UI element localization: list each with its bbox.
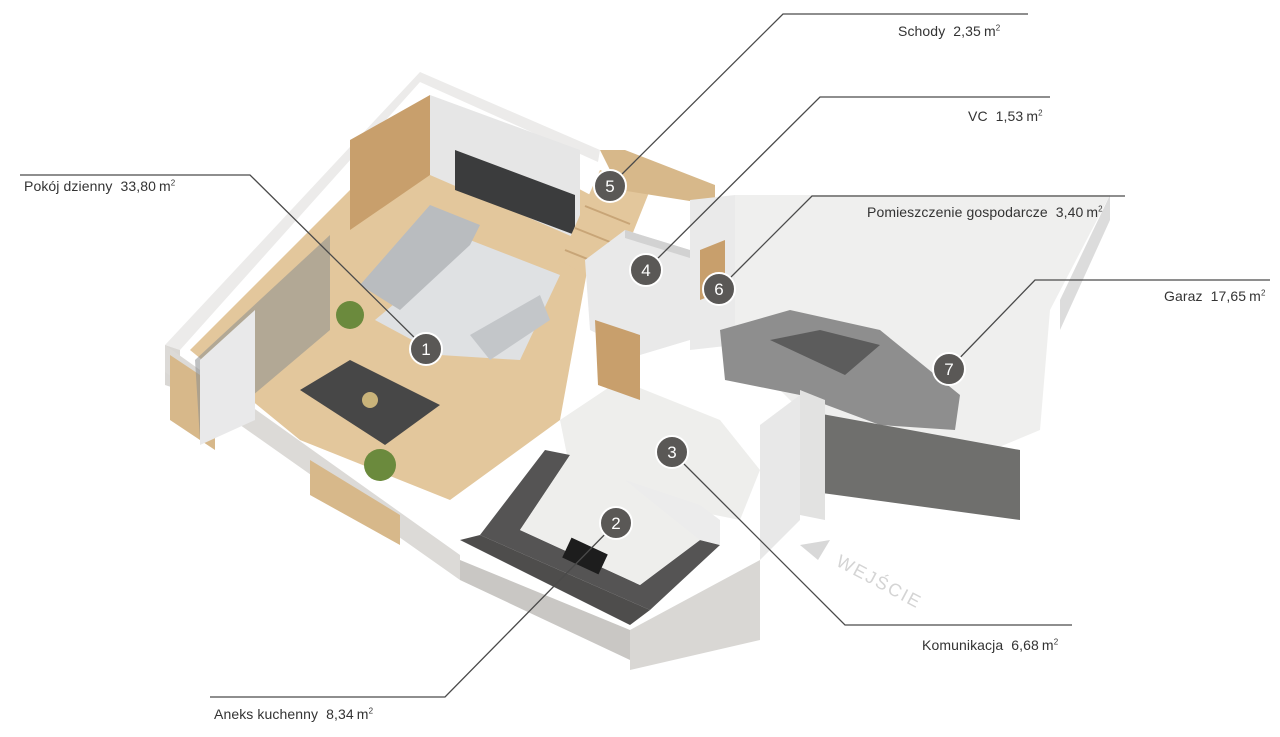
room-marker-1[interactable]: 1 xyxy=(409,332,443,366)
room-marker-1-number: 1 xyxy=(421,340,430,359)
room-marker-7-number: 7 xyxy=(944,360,953,379)
room-name: Aneks kuchenny xyxy=(214,706,319,722)
room-marker-4[interactable]: 4 xyxy=(629,253,663,287)
room-area-unit-exponent: 2 xyxy=(368,706,374,716)
garage xyxy=(720,195,1110,560)
room-area-unit: m xyxy=(356,706,369,722)
plant-upper xyxy=(336,301,364,329)
room-area-unit-exponent: 2 xyxy=(1038,108,1043,118)
room-area: 33,80 xyxy=(120,178,157,194)
room-name: Garaz xyxy=(1164,288,1203,304)
room-markers: 1 2 3 4 5 6 7 xyxy=(409,169,966,540)
dining-table xyxy=(300,360,440,445)
tv-wall xyxy=(350,95,580,240)
room-name: Pomieszczenie gospodarcze xyxy=(867,204,1048,220)
room-marker-2[interactable]: 2 xyxy=(599,506,633,540)
room-marker-6-number: 6 xyxy=(714,280,723,299)
room-area-unit-exponent: 2 xyxy=(995,23,1001,33)
room-name: Schody xyxy=(898,23,946,39)
leader-line-1 xyxy=(20,174,427,350)
room-area-unit-exponent: 2 xyxy=(170,178,176,188)
room-marker-7[interactable]: 7 xyxy=(932,352,966,386)
leader-lines xyxy=(20,13,1270,698)
leader-line-5 xyxy=(609,13,1028,187)
room-area-unit: m xyxy=(983,23,996,39)
room-name: VC xyxy=(968,108,988,124)
plant-lower xyxy=(364,449,396,481)
room-marker-5[interactable]: 5 xyxy=(593,169,627,203)
room-marker-3-number: 3 xyxy=(667,443,676,462)
room-area-unit-exponent: 2 xyxy=(1053,637,1059,647)
room-marker-3[interactable]: 3 xyxy=(655,435,689,469)
room-area-unit: m xyxy=(1041,637,1054,653)
stairs xyxy=(560,150,715,290)
room-marker-5-number: 5 xyxy=(605,177,614,196)
utility-room xyxy=(690,195,735,350)
entrance-label: WEJŚCIE xyxy=(833,550,926,613)
room-area: 3,40 xyxy=(1055,204,1084,220)
room-name: Komunikacja xyxy=(922,637,1004,653)
room-marker-4-number: 4 xyxy=(641,261,650,280)
room-area-unit: m xyxy=(1249,288,1261,304)
room-name: Pokój dzienny xyxy=(24,178,113,194)
room-area-unit-exponent: 2 xyxy=(1098,204,1103,214)
room-area-unit: m xyxy=(159,178,171,194)
entrance-indicator: WEJŚCIE xyxy=(800,540,926,613)
room-area: 1,53 xyxy=(995,108,1024,124)
garage-concrete-wall xyxy=(800,410,1020,520)
leader-line-6 xyxy=(718,195,1125,290)
room-area: 17,65 xyxy=(1210,288,1247,304)
room-area-unit: m xyxy=(1086,204,1099,220)
room-area: 2,35 xyxy=(953,23,981,39)
sofa xyxy=(360,205,550,360)
leader-line-4 xyxy=(645,96,1050,271)
leader-line-7 xyxy=(948,279,1270,370)
wc-room xyxy=(585,230,690,400)
room-marker-2-number: 2 xyxy=(611,514,620,533)
room-area: 8,34 xyxy=(326,706,354,722)
room-area-unit-exponent: 2 xyxy=(1260,288,1266,298)
room-marker-6[interactable]: 6 xyxy=(702,272,736,306)
room-area-unit: m xyxy=(1026,108,1039,124)
leader-line-3 xyxy=(671,451,1072,626)
leader-line-2 xyxy=(210,522,617,698)
room-area: 6,68 xyxy=(1011,637,1039,653)
